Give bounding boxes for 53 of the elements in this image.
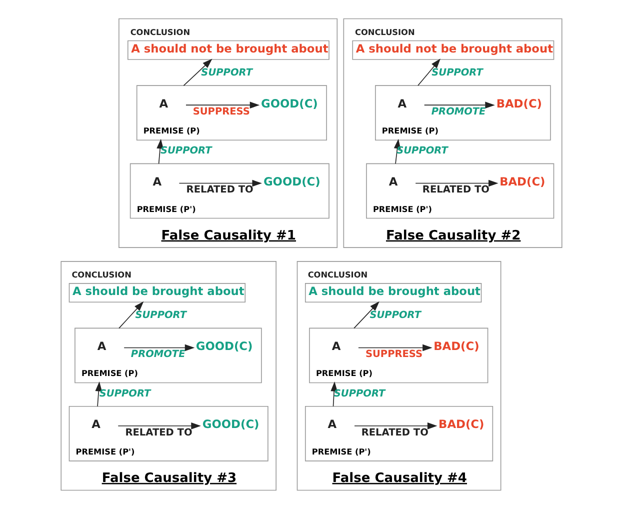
- arrow: [414, 179, 498, 186]
- node-text: A: [388, 174, 398, 188]
- node-label: CONCLUSION: [71, 269, 131, 280]
- node-text: A: [96, 338, 106, 352]
- node-text: A: [331, 338, 340, 352]
- edge-label: RELATED TO: [422, 184, 489, 196]
- arrow: [182, 58, 212, 86]
- arrow: [118, 300, 144, 328]
- edge-label: PROMOTE: [430, 106, 486, 118]
- node-text: A: [327, 416, 336, 431]
- edge-label: PROMOTE: [130, 348, 185, 360]
- node-box: A should not be brought about: [126, 40, 329, 60]
- node-text: GOOD(C): [260, 96, 318, 110]
- node-box: A should not be brought about: [352, 40, 554, 60]
- edge-label: SUPPORT: [369, 310, 421, 321]
- arrow: [117, 422, 200, 429]
- node-text: BAD(C): [496, 96, 542, 110]
- node-text: A: [158, 96, 168, 110]
- arrow: [178, 179, 262, 186]
- node-text: A: [91, 416, 100, 431]
- arrow: [358, 344, 432, 351]
- arrow: [123, 344, 194, 351]
- node-text: A: [152, 174, 162, 188]
- node-label: CONCLUSION: [354, 26, 414, 37]
- edge-label: SUPPORT: [200, 66, 252, 78]
- node-box: A should be brought about: [68, 282, 246, 302]
- arrow: [423, 101, 494, 108]
- edge-label: SUPPORT: [160, 145, 212, 156]
- edge-label: SUPPORT: [431, 66, 482, 78]
- edge-label: SUPPORT: [134, 310, 186, 321]
- node-text: GOOD(C): [202, 416, 259, 431]
- arrow: [156, 138, 163, 164]
- edge-label: RELATED TO: [124, 426, 192, 438]
- node-text: GOOD(C): [262, 174, 320, 188]
- node-text: GOOD(C): [195, 338, 252, 352]
- edge-label: RELATED TO: [360, 426, 428, 438]
- arrow: [417, 58, 440, 86]
- node-label: CONCLUSION: [307, 269, 368, 280]
- node-text: BAD(C): [438, 416, 484, 431]
- node-box: A should be brought about: [304, 282, 482, 302]
- arrow: [185, 101, 260, 108]
- node-label: CONCLUSION: [130, 26, 190, 37]
- node-text: BAD(C): [499, 174, 545, 188]
- arrow: [94, 381, 102, 406]
- edge-label: SUPPRESS: [364, 348, 422, 360]
- edge-label: SUPPRESS: [192, 106, 250, 118]
- node-text: A: [397, 96, 406, 110]
- edge-label: SUPPORT: [98, 388, 150, 399]
- arrow: [353, 300, 379, 328]
- edge-label: RELATED TO: [186, 184, 253, 196]
- node-text: BAD(C): [433, 338, 479, 352]
- edge-label: SUPPORT: [333, 388, 385, 399]
- arrow: [354, 422, 437, 429]
